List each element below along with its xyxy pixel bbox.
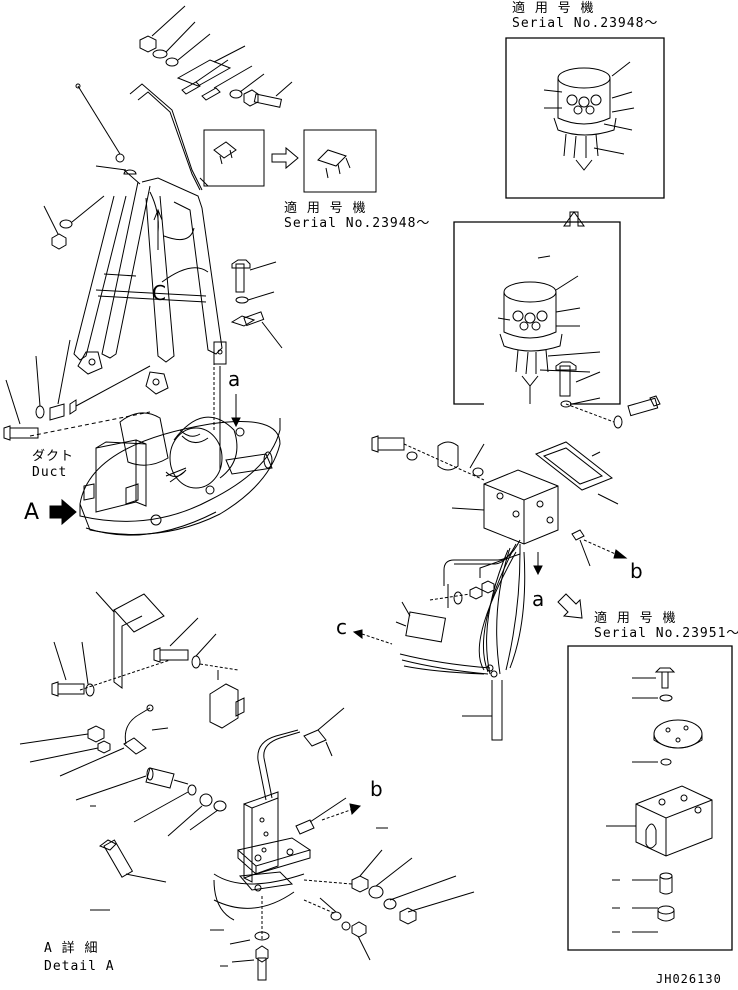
base-plate-assembly xyxy=(50,413,280,535)
ref-a-right: a xyxy=(532,587,546,611)
beacon-box-middle xyxy=(454,222,620,404)
serial-note-2-jp: 適 用 号 機 xyxy=(284,201,367,216)
duct-label-en: Duct xyxy=(32,465,68,480)
detail-a-title-jp: A 詳 細 xyxy=(44,941,99,956)
detail-a-title-en: Detail A xyxy=(44,959,115,974)
ref-c-upper: C xyxy=(152,281,167,305)
ref-c-right: c xyxy=(336,615,348,639)
drawing-number: JH026130 xyxy=(656,972,722,986)
serial-note-1-number: Serial No.23948～ xyxy=(512,16,659,31)
upper-bracket-hardware xyxy=(4,6,376,470)
duct-label-jp: ダクト xyxy=(32,449,75,464)
view-arrow-a-label: A xyxy=(24,500,41,525)
beacon-box-top xyxy=(506,38,664,226)
ref-b-right: b xyxy=(630,559,644,583)
serial-note-3-jp: 適 用 号 機 xyxy=(594,611,677,626)
detail-a-assembly xyxy=(20,592,474,980)
beacon-mount-detail-box xyxy=(568,646,732,950)
junction-box-assembly xyxy=(354,362,660,740)
ref-b-lower: b xyxy=(370,777,384,801)
serial-note-2-number: Serial No.23948～ xyxy=(284,216,431,231)
ref-a-upper: a xyxy=(228,367,242,391)
serial-note-1-jp: 適 用 号 機 xyxy=(512,1,595,16)
serial-note-3-number: Serial No.23951～ xyxy=(594,626,738,641)
